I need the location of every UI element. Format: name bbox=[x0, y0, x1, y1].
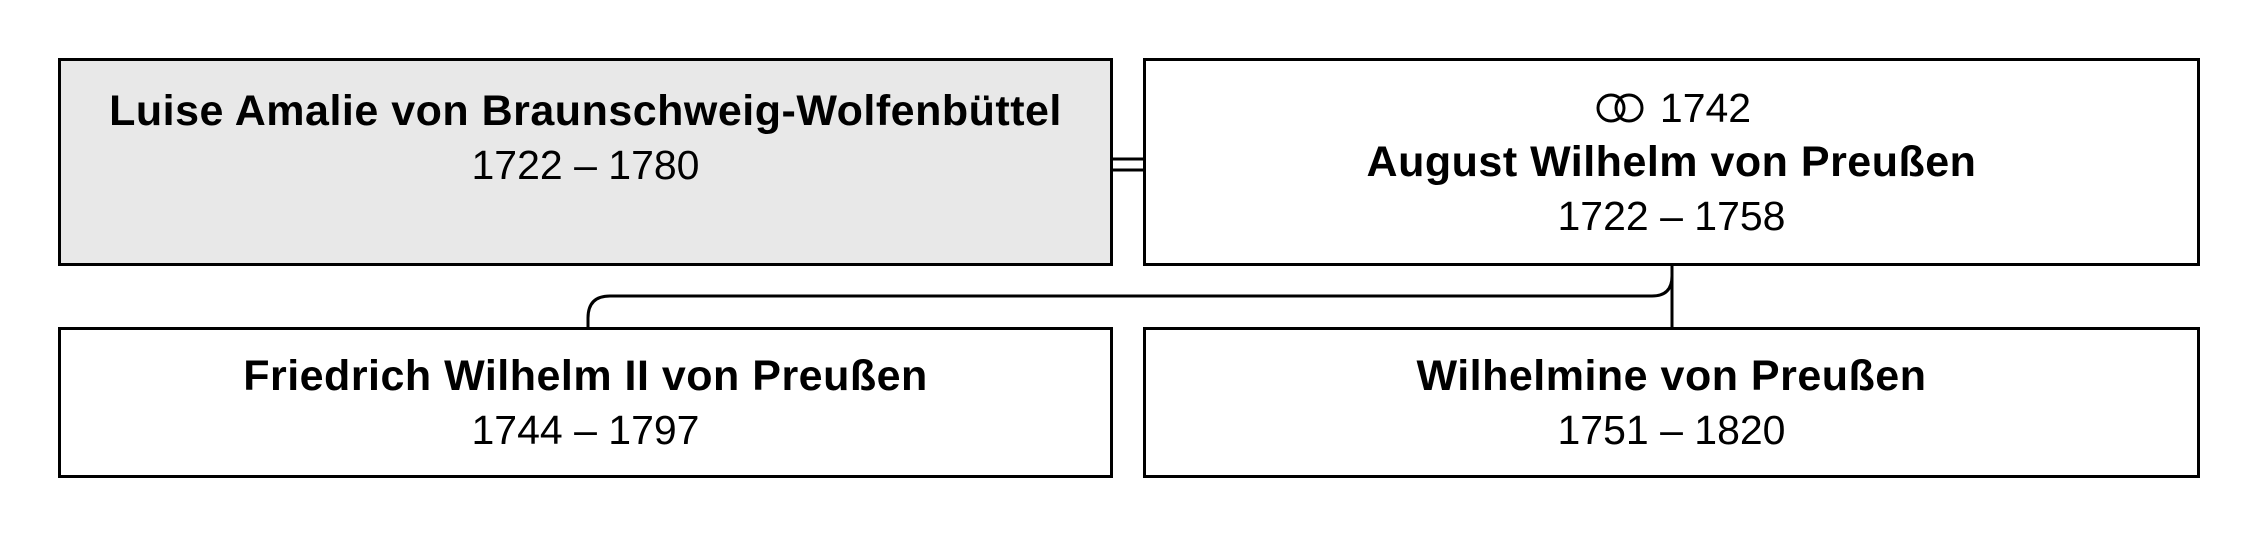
spouse-dates: 1722 – 1780 bbox=[471, 142, 700, 188]
child1-name: Friedrich Wilhelm II von Preußen bbox=[243, 351, 928, 400]
descent-line-child1 bbox=[586, 264, 1674, 328]
marriage-info: 1742 bbox=[1592, 81, 1751, 135]
child-box-2[interactable]: Wilhelmine von Preußen 1751 – 1820 bbox=[1143, 327, 2200, 478]
subject-dates: 1722 – 1758 bbox=[1557, 193, 1786, 239]
child1-dates: 1744 – 1797 bbox=[471, 406, 700, 453]
child2-dates: 1751 – 1820 bbox=[1557, 406, 1786, 453]
subject-box[interactable]: 1742 August Wilhelm von Preußen 1722 – 1… bbox=[1143, 58, 2200, 266]
child-box-1[interactable]: Friedrich Wilhelm II von Preußen 1744 – … bbox=[58, 327, 1113, 478]
subject-name: August Wilhelm von Preußen bbox=[1366, 138, 1977, 186]
spouse-box[interactable]: Luise Amalie von Braunschweig-Wolfenbütt… bbox=[58, 58, 1113, 266]
child2-name: Wilhelmine von Preußen bbox=[1416, 351, 1927, 400]
wedding-rings-icon bbox=[1596, 93, 1644, 123]
marriage-year: 1742 bbox=[1659, 85, 1752, 131]
spouse-name: Luise Amalie von Braunschweig-Wolfenbütt… bbox=[109, 87, 1062, 135]
